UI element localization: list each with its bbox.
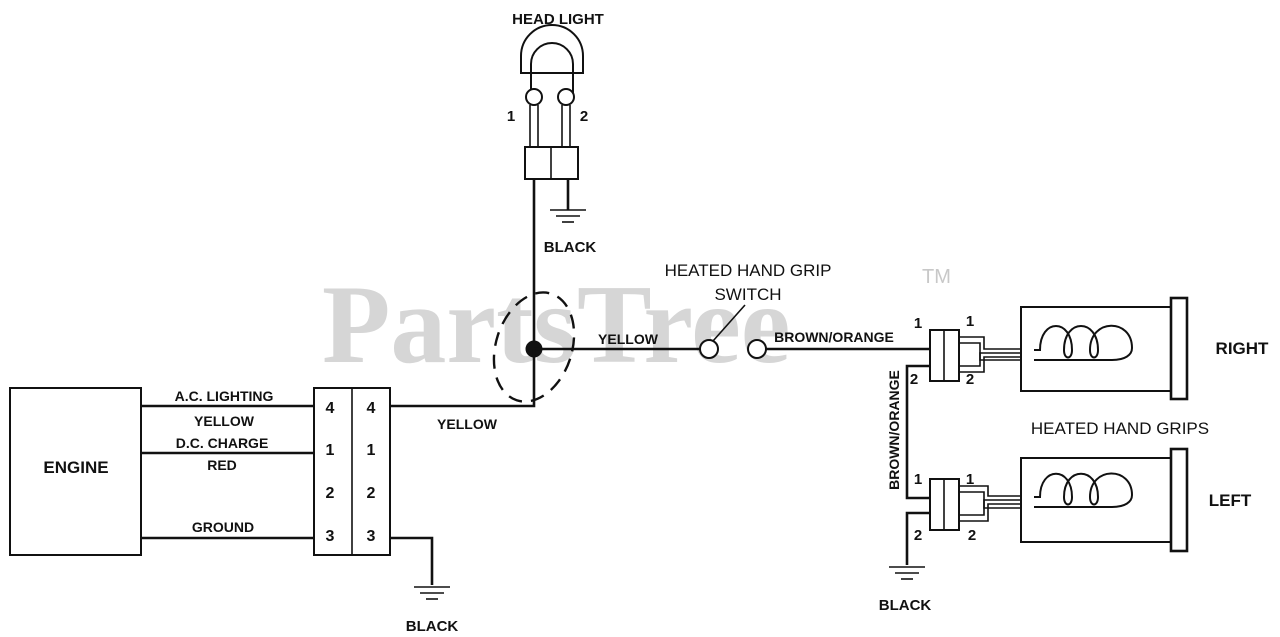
headlight-ground-label: BLACK — [544, 239, 597, 256]
switch-label-line1: HEATED HAND GRIP — [665, 261, 832, 280]
left-grip-label: LEFT — [1209, 491, 1252, 510]
heated-grips-title: HEATED HAND GRIPS — [1031, 419, 1209, 438]
right-grip-pin-1: 1 — [966, 313, 974, 330]
connector-right-pin-1: 1 — [367, 442, 376, 459]
headlight-pin-2: 2 — [580, 108, 588, 125]
engine-ground-icon — [414, 586, 450, 600]
connector-left-pin-1: 1 — [326, 442, 335, 459]
ground-wire-label: GROUND — [192, 519, 254, 535]
brown-orange-vertical-label: BROWN/ORANGE — [886, 370, 902, 490]
left-grip-pin-2: 2 — [968, 527, 976, 544]
connector-right-pin-3: 3 — [367, 528, 376, 545]
right-grip-body — [1020, 306, 1172, 392]
right-connector-pin-2: 2 — [910, 371, 918, 388]
watermark-text: PartsTree — [322, 263, 791, 387]
grips-ground-icon — [889, 566, 925, 580]
grips-ground-wire — [905, 511, 930, 565]
switch-blade — [712, 304, 746, 342]
headlight-title: HEAD LIGHT — [512, 11, 604, 28]
engine-label: ENGINE — [43, 458, 108, 477]
yellow-output-wire — [390, 349, 536, 408]
right-connector-pin-1: 1 — [914, 315, 922, 332]
brown-orange-wire-label: BROWN/ORANGE — [774, 329, 894, 345]
connector-right-pin-2: 2 — [367, 485, 376, 502]
switch-label-line2: SWITCH — [714, 285, 781, 304]
right-grip-pin-2: 2 — [966, 371, 974, 388]
left-grip-pin-1: 1 — [966, 471, 974, 488]
dc-charge-label: D.C. CHARGE — [176, 435, 269, 451]
headlight-bulb-icon — [520, 24, 584, 106]
ac-lighting-color: YELLOW — [194, 413, 255, 429]
engine-ground-wire — [390, 536, 434, 585]
connector-left-pin-4: 4 — [326, 400, 335, 417]
yellow-switch-wire-label: YELLOW — [598, 331, 659, 347]
headlight-pin-1: 1 — [507, 108, 515, 125]
grip-jumper-wire — [905, 364, 930, 500]
headlight-ground-icon — [550, 209, 586, 223]
right-grip-label: RIGHT — [1216, 339, 1270, 358]
right-grip-heater-coil-icon — [1034, 324, 1134, 361]
left-grip-body — [1020, 457, 1172, 543]
right-grip-leads — [959, 336, 1034, 373]
ac-lighting-label: A.C. LIGHTING — [175, 388, 274, 404]
right-grip-end-cap — [1169, 296, 1189, 401]
dc-charge-color: RED — [207, 457, 237, 473]
left-grip-end-cap — [1169, 447, 1189, 553]
engine-ground-label: BLACK — [406, 618, 459, 635]
left-grip-leads — [959, 485, 1034, 522]
junction-highlight — [492, 291, 576, 403]
connector-left-pin-2: 2 — [326, 485, 335, 502]
yellow-output-label: YELLOW — [437, 416, 498, 432]
left-connector-pin-2: 2 — [914, 527, 922, 544]
left-connector-pin-1: 1 — [914, 471, 922, 488]
left-grip-heater-coil-icon — [1034, 472, 1134, 508]
trademark-symbol: TM — [922, 266, 951, 288]
engine-box — [9, 387, 142, 556]
grips-ground-label: BLACK — [879, 597, 932, 614]
switch-contact-right — [747, 339, 767, 359]
connector-left-pin-3: 3 — [326, 528, 335, 545]
switch-contact-left — [699, 339, 719, 359]
connector-right-pin-4: 4 — [367, 400, 376, 417]
